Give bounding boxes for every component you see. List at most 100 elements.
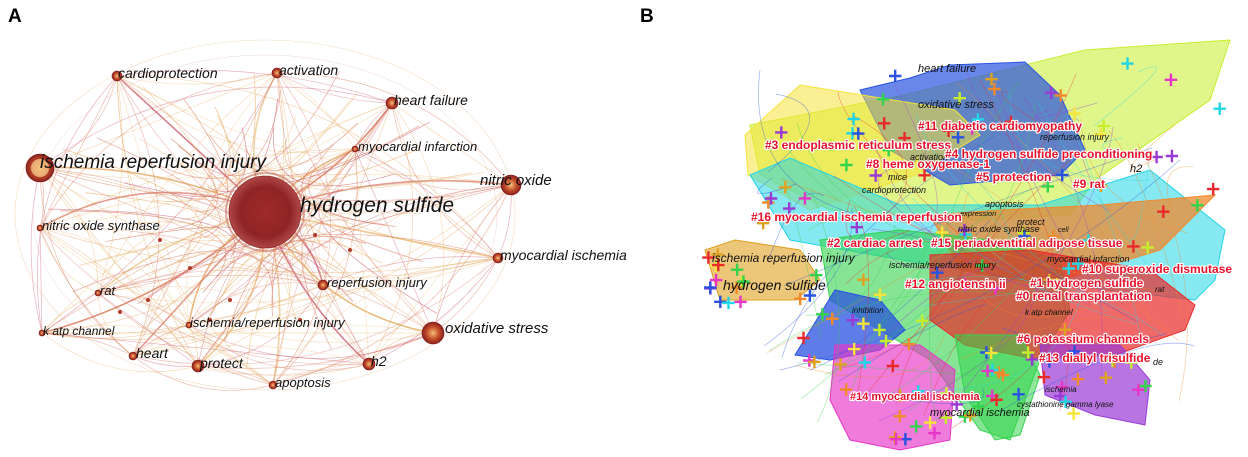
keyword-label: h2 <box>1130 163 1142 175</box>
network-edge <box>183 98 228 213</box>
cluster-region-purple <box>1039 344 1151 426</box>
node-h2 <box>362 357 376 371</box>
keyword-marker <box>902 338 915 351</box>
network-edge <box>39 227 43 334</box>
cluster-link <box>824 104 1036 376</box>
keyword-label: heart failure <box>918 63 976 75</box>
keyword-label: cystathionine gamma lyase <box>1017 400 1114 409</box>
cluster-link <box>1001 327 1167 345</box>
cluster-link <box>927 216 1025 277</box>
network-edge <box>39 167 99 294</box>
network-minor-node <box>348 248 352 252</box>
network-edge <box>39 227 190 326</box>
keyword-marker <box>1157 205 1170 218</box>
cluster-link <box>870 228 1094 308</box>
cluster-link <box>763 207 853 347</box>
network-edge <box>272 184 512 386</box>
node-label-heart: heart <box>136 345 169 361</box>
cluster-label: #6 potassium channels <box>1017 332 1149 346</box>
cluster-link <box>997 342 1195 413</box>
network-edge <box>39 72 278 229</box>
keyword-marker <box>951 131 965 144</box>
keyword-marker <box>869 136 882 150</box>
cluster-link <box>853 115 908 219</box>
cluster-label: #13 diallyl trisulfide <box>1039 351 1151 365</box>
network-edge <box>186 72 278 326</box>
keyword-marker <box>1044 86 1058 99</box>
node-label-irinj: ischemia reperfusion injury <box>40 152 267 173</box>
node-rat <box>94 289 102 297</box>
keyword-marker <box>893 410 906 423</box>
cluster-link <box>908 351 1024 412</box>
network-edge <box>97 292 199 367</box>
keyword-marker <box>1043 355 1056 368</box>
keyword-marker <box>878 117 891 130</box>
cluster-link <box>886 252 982 270</box>
cluster-link <box>796 122 952 250</box>
keyword-marker <box>730 281 743 294</box>
network-edge <box>97 274 324 294</box>
network-edge <box>158 89 281 179</box>
keyword-marker <box>923 416 937 429</box>
cluster-label: #10 superoxide dismutase <box>1082 262 1232 276</box>
cluster-link <box>1102 137 1135 157</box>
node-label-protect: protect <box>199 355 244 371</box>
network-edge <box>276 72 499 259</box>
network-edge <box>279 161 484 191</box>
cluster-link <box>964 274 1096 318</box>
keyword-marker <box>1058 323 1072 336</box>
node-mi <box>351 145 359 153</box>
node-label-apop: apoptosis <box>275 375 331 390</box>
cluster-link <box>1129 149 1151 241</box>
keyword-marker <box>810 269 823 282</box>
keyword-marker <box>712 258 725 272</box>
node-label-katp: k atp channel <box>43 324 115 338</box>
network-edge <box>116 72 278 85</box>
network-edge <box>152 175 224 250</box>
keyword-marker <box>869 169 882 182</box>
keyword-label: myocardial ischemia <box>930 407 1030 419</box>
network-halo <box>14 39 516 391</box>
keyword-marker <box>858 356 871 369</box>
cluster-link <box>1022 96 1103 380</box>
keyword-marker <box>985 346 998 360</box>
network-edge <box>97 292 274 386</box>
cluster-label: #16 myocardial ischemia reperfusion <box>751 210 962 224</box>
network-edge <box>188 324 274 386</box>
cluster-links <box>757 66 1195 429</box>
node-label-act: activation <box>279 62 338 78</box>
keyword-marker <box>1213 102 1226 115</box>
cluster-label: #0 renal transplantation <box>1016 289 1151 303</box>
network-edge <box>36 75 118 334</box>
keyword-marker <box>1012 388 1025 401</box>
node-label-os: oxidative stress <box>445 320 549 337</box>
keyword-marker <box>958 223 971 237</box>
network-edge <box>354 148 499 259</box>
network-edge <box>368 102 414 365</box>
network-minor-node <box>208 318 212 322</box>
cluster-link <box>1132 124 1176 168</box>
network-edge <box>218 100 350 180</box>
network-edge <box>188 184 512 326</box>
cluster-link <box>780 178 1168 294</box>
keyword-marker <box>1018 230 1031 243</box>
cluster-link <box>952 166 1180 342</box>
node-cardio <box>111 70 123 82</box>
keyword-marker <box>918 169 931 182</box>
keyword-marker <box>1191 199 1204 212</box>
keyword-marker <box>916 314 929 327</box>
network-minor-node <box>298 318 302 322</box>
keyword-marker <box>848 342 861 356</box>
keyword-marker <box>704 281 717 294</box>
cluster-link <box>781 135 995 359</box>
node-label-no: nitric oxide <box>480 172 552 189</box>
network-minor-node <box>228 298 232 302</box>
keyword-marker <box>1127 240 1140 253</box>
network-edge <box>200 70 340 177</box>
keyword-label: de <box>1153 357 1163 367</box>
keyword-label: k atp channel <box>1025 308 1073 317</box>
keyword-marker <box>1165 149 1179 163</box>
keyword-marker <box>1004 115 1018 128</box>
network-edge <box>39 75 118 169</box>
